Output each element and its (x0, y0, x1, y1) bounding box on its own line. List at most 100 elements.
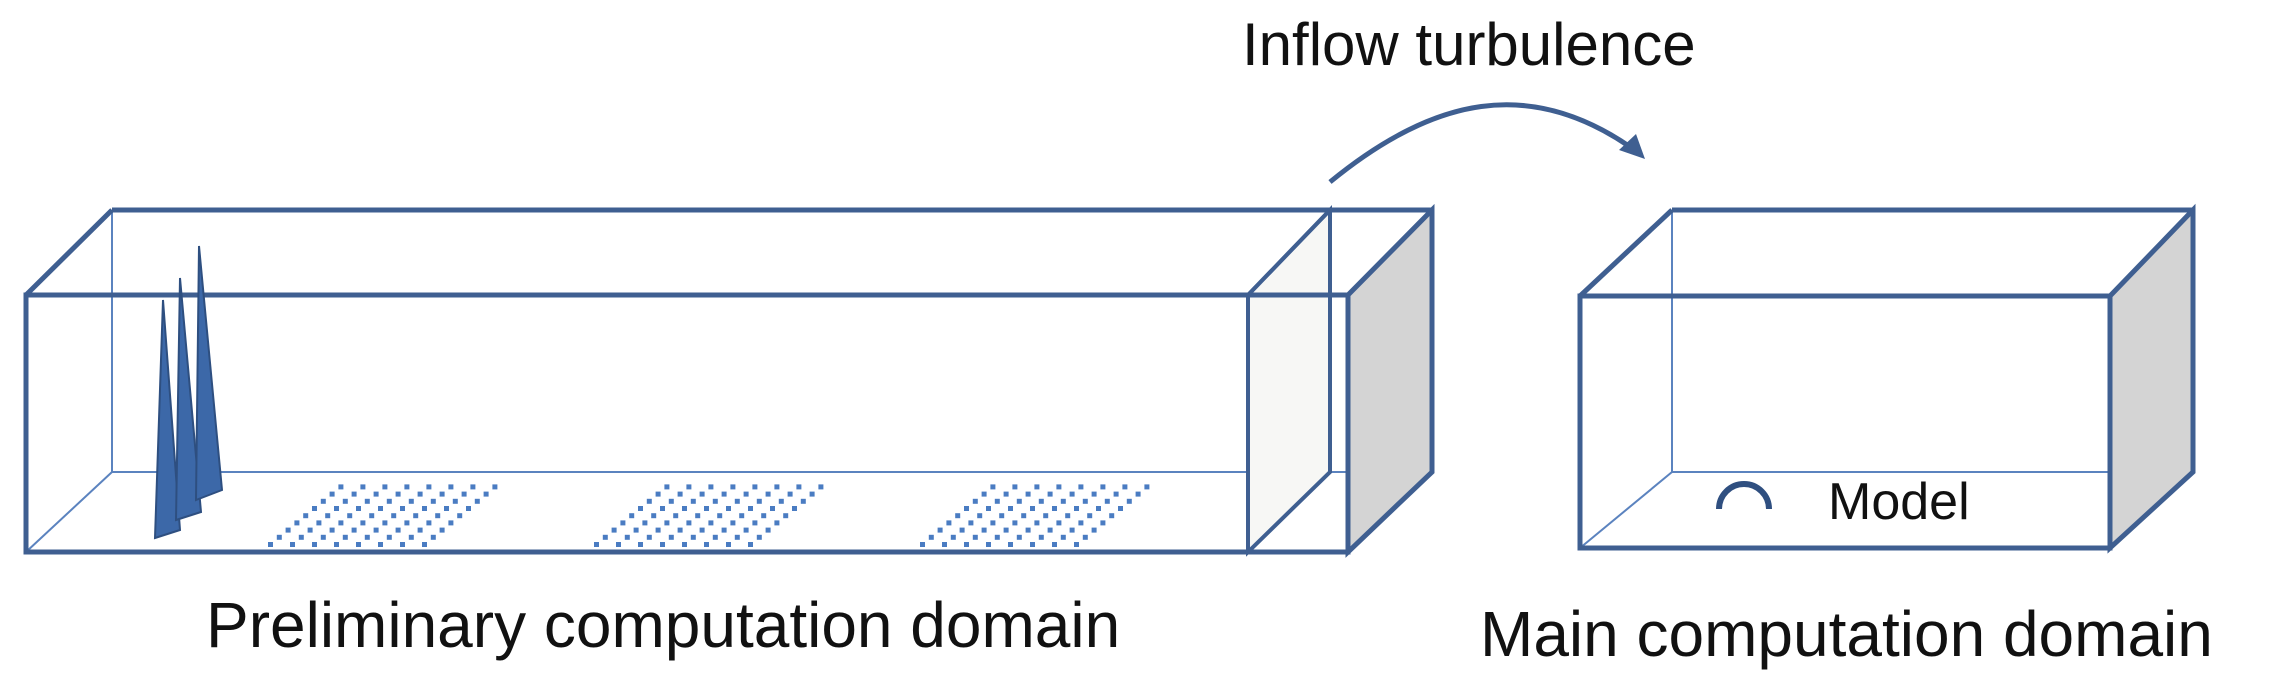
spire-1 (153, 299, 182, 540)
roughness-block (964, 506, 969, 511)
roughness-block (492, 484, 498, 490)
preliminary-domain-box (23, 203, 1435, 558)
roughness-block (1104, 498, 1110, 504)
roughness-block (726, 506, 731, 511)
preliminary-domain-label: Preliminary computation domain (206, 589, 1120, 661)
spire-3 (194, 245, 224, 502)
roughness-block (928, 534, 934, 540)
roughness-block (351, 527, 357, 533)
roughness-block (748, 506, 753, 511)
roughness-block (1087, 513, 1093, 519)
main-right-side-face (2107, 203, 2196, 554)
roughness-block (294, 520, 300, 526)
preliminary-top-left-depth-edge (24, 208, 114, 297)
roughness-block (743, 527, 749, 533)
roughness-block (316, 520, 322, 526)
roughness-block (1052, 542, 1057, 547)
roughness-block (774, 520, 780, 526)
roughness-block (734, 498, 740, 504)
roughness-block (994, 498, 1000, 504)
roughness-block (660, 506, 665, 511)
roughness-block (682, 542, 687, 547)
roughness-block (320, 498, 326, 504)
roughness-block (329, 491, 335, 497)
roughness-block (752, 520, 758, 526)
inflow-arrow (1328, 102, 1645, 184)
roughness-block (338, 484, 344, 490)
roughness-block (360, 484, 366, 490)
roughness-block (765, 491, 771, 497)
roughness-block (303, 513, 309, 519)
roughness-block (638, 542, 643, 547)
roughness-block (439, 491, 445, 497)
roughness-block (1135, 491, 1141, 497)
roughness-block (717, 513, 723, 519)
roughness-block (360, 520, 366, 526)
roughness-block (1043, 513, 1049, 519)
roughness-block (611, 527, 617, 533)
roughness-block (690, 534, 696, 540)
roughness-block (712, 498, 718, 504)
roughness-block (955, 513, 961, 519)
spires (153, 245, 224, 540)
roughness-block (474, 498, 480, 504)
roughness-block (730, 520, 736, 526)
roughness-block (981, 527, 987, 533)
roughness-block (796, 484, 802, 490)
roughness-block (422, 506, 427, 511)
roughness-block (624, 534, 630, 540)
roughness-block (382, 520, 388, 526)
preliminary-bottom-left-depth-edge (25, 471, 113, 553)
roughness-block (695, 513, 701, 519)
roughness-block (439, 527, 445, 533)
roughness-block (461, 491, 467, 497)
main-bottom-left-depth-edge (1579, 471, 1673, 549)
roughness-block (734, 534, 740, 540)
roughness-block (655, 491, 661, 497)
roughness-block (448, 520, 454, 526)
roughness-block (378, 542, 383, 547)
roughness-block (364, 534, 370, 540)
roughness-block (699, 527, 705, 533)
roughness-block (1025, 491, 1031, 497)
roughness-block (699, 491, 705, 497)
roughness-block (334, 506, 339, 511)
roughness-block (466, 506, 471, 511)
spire-2 (174, 277, 203, 522)
roughness-block (818, 484, 824, 490)
roughness-block (1082, 534, 1088, 540)
roughness-block (620, 520, 626, 526)
roughness-block (342, 534, 348, 540)
roughness-block (312, 506, 317, 511)
roughness-block (329, 527, 335, 533)
roughness-block (739, 513, 745, 519)
roughness-block (435, 513, 441, 519)
roughness-block (964, 542, 969, 547)
roughness-block (959, 527, 965, 533)
roughness-block (307, 527, 313, 533)
roughness-block (1008, 506, 1013, 511)
roughness-block (1012, 520, 1018, 526)
roughness-block (1030, 542, 1035, 547)
roughness-block (1113, 491, 1119, 497)
roughness-block (686, 484, 692, 490)
roughness-block (990, 520, 996, 526)
roughness-block (369, 513, 375, 519)
roughness-block (1008, 542, 1013, 547)
roughness-block (1060, 534, 1066, 540)
roughness-block (629, 513, 635, 519)
inflow-arrow-curve (1328, 102, 1642, 184)
roughness-block (721, 527, 727, 533)
roughness-block (404, 484, 410, 490)
roughness-block (682, 506, 687, 511)
roughness-block (1016, 498, 1022, 504)
roughness-block (1096, 506, 1101, 511)
preliminary-outlet-top-edge (1246, 208, 1332, 297)
roughness-block (730, 484, 736, 490)
roughness-block (351, 491, 357, 497)
roughness-block (800, 498, 806, 504)
roughness-block (1034, 484, 1040, 490)
roughness-block (765, 527, 771, 533)
roughness-block (770, 506, 775, 511)
